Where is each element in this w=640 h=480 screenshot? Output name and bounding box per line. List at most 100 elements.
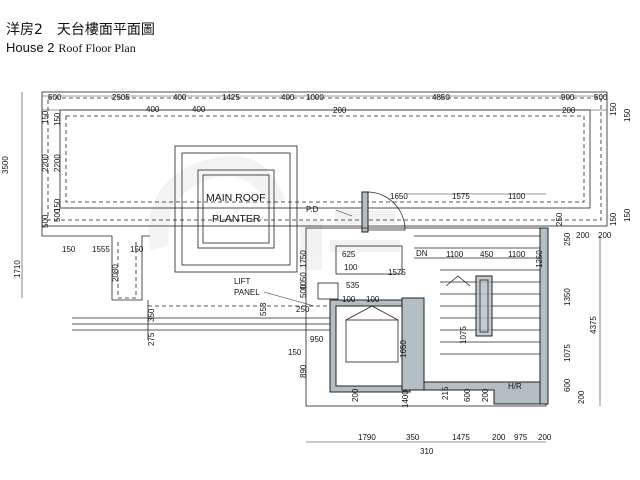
- dim-lift-275: 275: [147, 332, 156, 346]
- dim-left: 3500 1710 150 150 2200 2200 500 500 150: [1, 110, 62, 278]
- dim-top-inner-1: 400: [146, 105, 160, 114]
- dim-row-250b: 250: [563, 232, 572, 246]
- dim-right-150c: 150: [623, 208, 632, 222]
- dim-lift-890: 890: [299, 364, 308, 378]
- dim-top-8: 900: [561, 93, 575, 102]
- dim-row-200a: 200: [576, 231, 590, 240]
- main-roof-planter: MAIN ROOF PLANTER: [174, 145, 298, 273]
- dim-bottom-1475: 1475: [452, 433, 470, 442]
- dim-lift-535: 535: [346, 281, 360, 290]
- dimension-lines: [21, 92, 607, 443]
- title-en-house: House 2: [6, 40, 55, 55]
- dim-mid-2080: 2080: [111, 264, 120, 282]
- hr-label: H/R: [508, 382, 522, 391]
- dim-lift-100b: 100: [342, 295, 356, 304]
- dim-right-1350: 1350: [563, 288, 572, 306]
- dim-row-1100a: 1100: [446, 250, 464, 259]
- dim-left-150a: 150: [41, 110, 50, 124]
- dim-top-2: 2505: [112, 93, 130, 102]
- roof-outline: [41, 91, 608, 227]
- dim-left-2200a: 2200: [41, 154, 50, 172]
- dim-bottom-310: 310: [420, 447, 434, 456]
- dim-top-9: 500: [594, 93, 608, 102]
- main-roof-label: MAIN ROOF: [206, 192, 266, 204]
- dim-right-600: 600: [563, 378, 572, 392]
- dim-bottom-975: 975: [514, 433, 528, 442]
- dim-stair-1650: 1650: [390, 192, 408, 201]
- walkway: [41, 226, 330, 340]
- watermark-logo: [148, 155, 400, 270]
- dim-lift-500: 500: [299, 284, 308, 298]
- dim-mid-left: 150 1555 150 2080: [62, 245, 144, 282]
- dim-lift-625: 625: [342, 250, 356, 259]
- pd-label: P.D: [306, 205, 319, 214]
- dim-lift-1650: 1650: [399, 340, 408, 358]
- dim-top-5: 400: [281, 93, 295, 102]
- dim-mid-1555: 1555: [92, 245, 110, 254]
- dim-right-150a: 150: [623, 108, 632, 122]
- dn-label: DN: [416, 249, 428, 258]
- dim-row-1100b: 1100: [508, 250, 526, 259]
- title-en-plan: Roof Floor Plan: [58, 41, 136, 55]
- dim-top-inner-2: 400: [192, 105, 206, 114]
- dim-lift-1750: 1750: [299, 250, 308, 268]
- dim-left-500a: 500: [41, 214, 50, 228]
- dim-bottom-350: 350: [406, 433, 420, 442]
- dim-right-200: 200: [577, 390, 586, 404]
- stair-and-lift-core: DN H/R P.D LIFT PANEL: [234, 205, 549, 407]
- lift-panel-label-1: LIFT: [234, 277, 251, 286]
- door-swing: [361, 191, 406, 233]
- dim-top-7: 4850: [432, 93, 450, 102]
- dim-lift-150: 150: [288, 348, 302, 357]
- dim-row-250a: 250: [555, 212, 564, 226]
- dim-top-inner-4: 200: [562, 106, 576, 115]
- dim-row-200b: 200: [598, 231, 612, 240]
- dim-stair-top: 1650 1575 1100 1100 450 1100 250 250 200…: [390, 192, 612, 268]
- lift-panel-label-2: PANEL: [234, 288, 260, 297]
- dim-lift-200b: 200: [481, 388, 490, 402]
- dim-lift-zone: 1750 1050 625 100 1575 500 535 100 100 5…: [147, 250, 490, 408]
- dim-left-150c: 150: [53, 198, 62, 212]
- dim-stair-1100: 1100: [508, 192, 526, 201]
- dim-top-inner-3: 200: [333, 106, 347, 115]
- dim-lift-1050: 1050: [299, 272, 308, 290]
- dim-lift-553: 553: [259, 302, 268, 316]
- dim-top-1: 500: [48, 93, 62, 102]
- dim-lift-600: 600: [463, 388, 472, 402]
- dim-left-1710: 1710: [13, 260, 22, 278]
- dim-right-4375: 4375: [589, 316, 598, 334]
- dim-lift-350: 350: [147, 308, 156, 322]
- dim-top-outer: 500 2505 400 1425 400 1000 4850 900 500: [48, 93, 608, 102]
- dim-bottom-1790: 1790: [358, 433, 376, 442]
- dim-lift-1400a: 1400: [401, 390, 410, 408]
- dim-row-1250: 1250: [535, 250, 544, 268]
- dim-mid-150b: 150: [130, 245, 144, 254]
- title-zh-house: 洋房2: [6, 22, 43, 38]
- dim-left-500b: 500: [53, 208, 62, 222]
- dim-right-1075: 1075: [563, 344, 572, 362]
- dim-right-150d: 150: [609, 212, 618, 226]
- dim-lift-950: 950: [310, 335, 324, 344]
- dim-lift-100c: 100: [366, 295, 380, 304]
- dim-bottom: 1790 350 1475 200 975 200 310: [358, 433, 552, 456]
- title-zh-plan: 天台樓面平面圖: [56, 22, 155, 38]
- dim-lift-250: 250: [296, 305, 310, 314]
- dim-right: 150 150 150 150 1350 4375 1075 600 200: [563, 102, 632, 404]
- dim-lift-215: 215: [441, 386, 450, 400]
- title-chinese: 洋房2 天台樓面平面圖: [6, 22, 155, 39]
- dim-left-150b: 150: [53, 112, 62, 126]
- dim-lift-200a: 200: [351, 388, 360, 402]
- dim-lift-100a: 100: [344, 263, 358, 272]
- dim-left-3500: 3500: [1, 156, 10, 174]
- dim-lift-1075: 1075: [459, 326, 468, 344]
- dim-row-450: 450: [480, 250, 494, 259]
- dim-top-4: 1425: [222, 93, 240, 102]
- dim-top-6: 1000: [306, 93, 324, 102]
- dim-top-inner: 400 400 200 200: [146, 105, 576, 115]
- planter-label: PLANTER: [212, 213, 261, 225]
- dim-bottom-200b: 200: [538, 433, 552, 442]
- dim-right-150b: 150: [609, 102, 618, 116]
- dim-bottom-200a: 200: [492, 433, 506, 442]
